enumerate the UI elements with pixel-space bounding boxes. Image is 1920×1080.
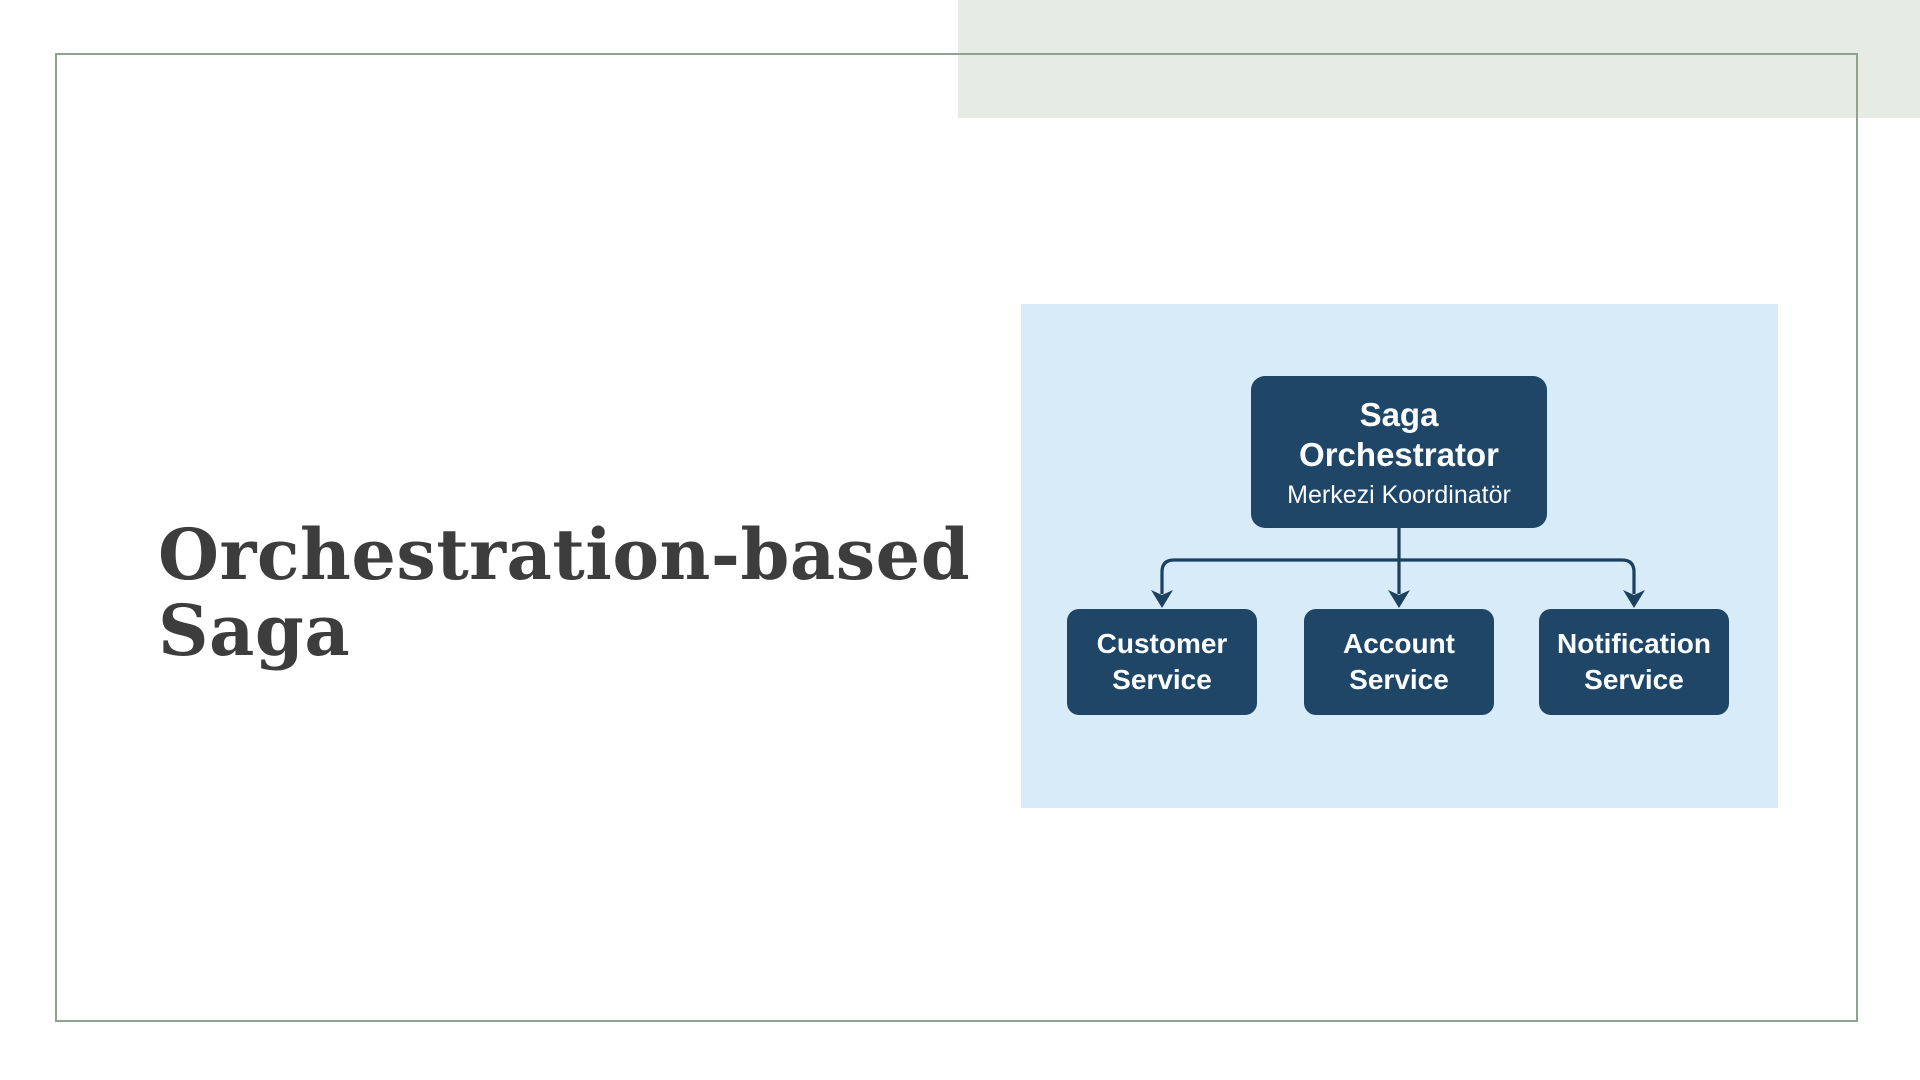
slide-title-line-1: Orchestration-based	[158, 512, 971, 596]
connector-arrows	[1151, 528, 1645, 608]
service-node-label: Customer Service	[1096, 628, 1228, 695]
service-node-account: Account Service	[1304, 609, 1494, 715]
service-node-label: Account Service	[1343, 628, 1455, 695]
slide-frame	[55, 53, 1858, 1022]
service-node-label: Notification Service	[1557, 628, 1711, 695]
corner-accent-block	[958, 0, 1920, 118]
orchestrator-node-subtitle: Merkezi Koordinatör	[1287, 480, 1511, 509]
slide-title-line-2: Saga	[158, 588, 351, 672]
slide-title: Orchestration-based Saga	[158, 512, 971, 672]
orchestrator-node-title: Saga Orchestrator	[1299, 395, 1499, 473]
saga-diagram-panel: Saga Orchestrator Merkezi Koordinatör Cu…	[1021, 304, 1778, 808]
service-node-customer: Customer Service	[1067, 609, 1257, 715]
orchestrator-node: Saga Orchestrator Merkezi Koordinatör	[1251, 376, 1547, 528]
service-node-notification: Notification Service	[1539, 609, 1729, 715]
